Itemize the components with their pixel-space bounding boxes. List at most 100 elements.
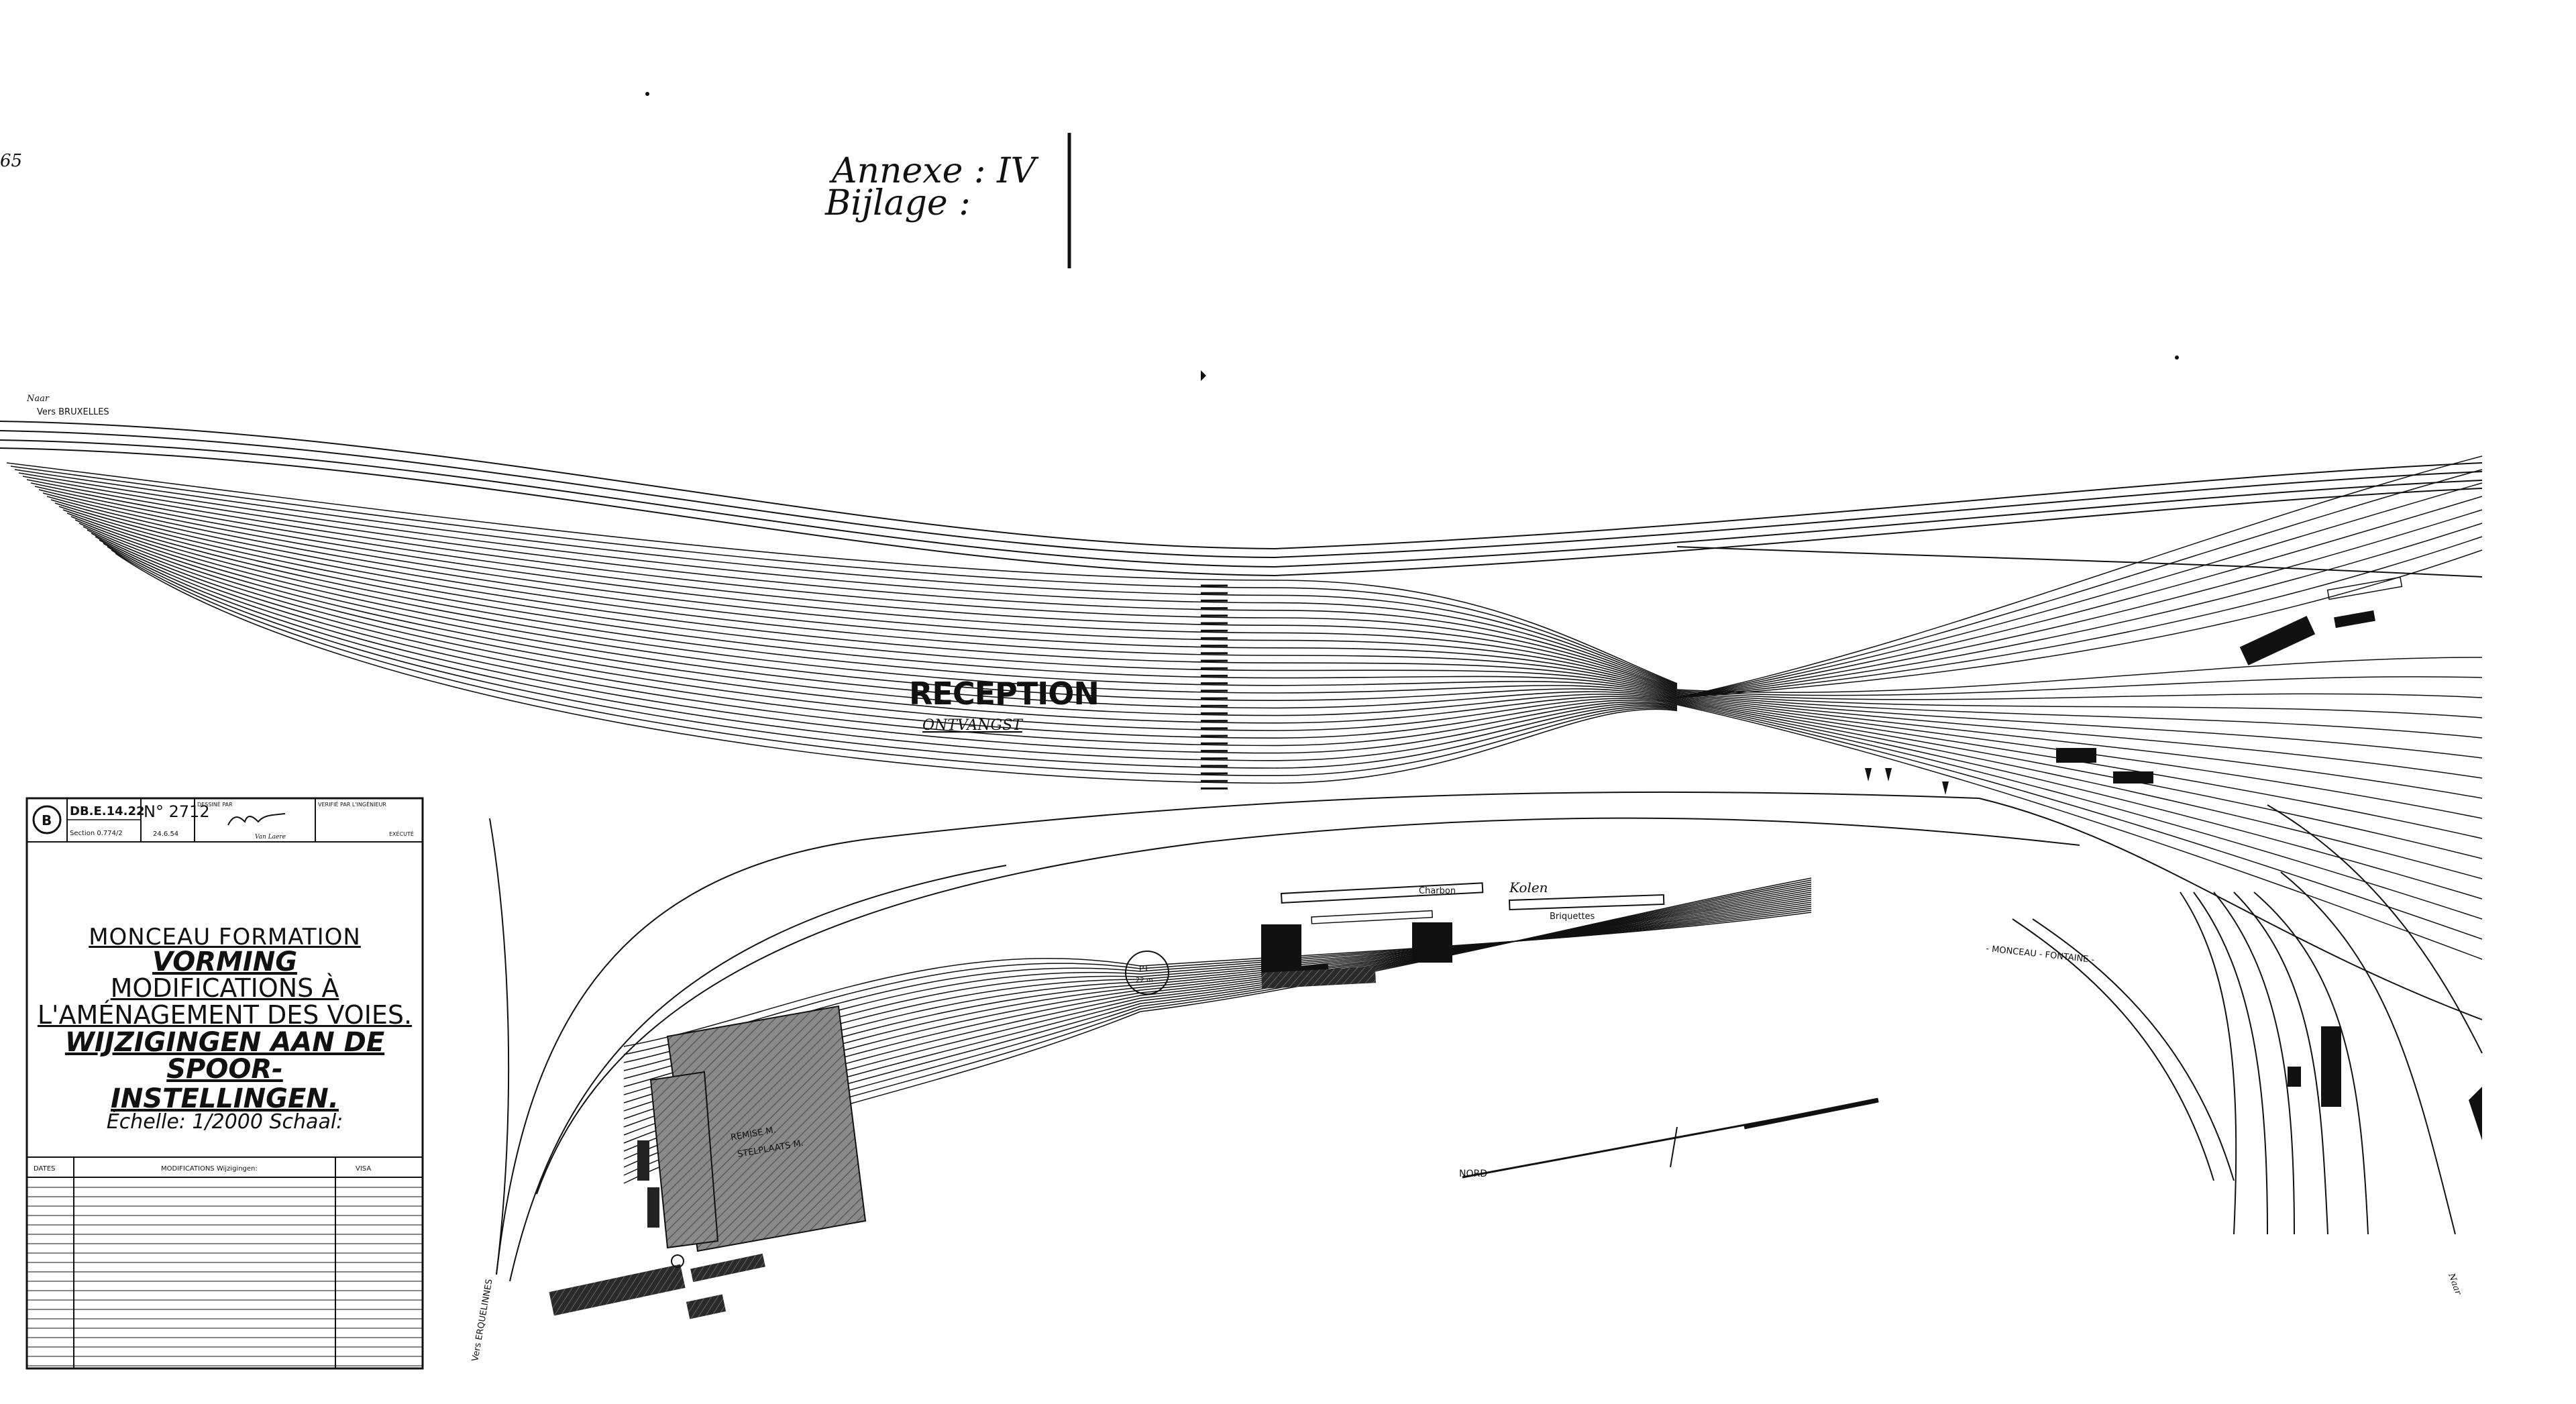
yard-track [107,546,1678,769]
yard-track [34,486,1678,692]
north-arrow: NORD [1459,1097,1879,1179]
checked-by-label: VERIFIÉ PAR L'INGÉNIEUR [318,800,386,808]
yard-track [58,506,1678,698]
drawn-by-name: Van Laere [255,834,286,841]
drawing-number: N° 2712 [144,802,210,821]
checked-sub: EXÉCUTÉ [389,830,414,837]
ref-code: DB.E.14.22 [70,804,145,818]
junction-track [1676,702,2483,920]
title-block: B DB.E.14.22 Section 0.774/2 N° 2712 24.… [25,797,424,1370]
ontvangst-label: ONTVANGST [922,717,1024,734]
yard-track [42,492,1678,694]
label-kolen: Kolen [1509,879,1548,896]
yard-track [54,502,1678,696]
junction-track [1676,696,2483,799]
yard-track [6,462,1678,684]
drawn-by-label: DESSINÉ PAR [197,800,233,808]
label-charbon: Charbon [1419,886,1456,896]
main-line-tracks [0,421,2483,578]
mod-header-visa: VISA [356,1165,371,1173]
junction-track [1676,691,2483,700]
title-nl-2: WIJZIGINGEN AAN DE SPOOR- [64,1026,385,1085]
yard-track [103,543,1678,761]
right-junction-tracks [1676,455,2483,960]
page-number: 65 [0,151,22,171]
signature [227,813,286,826]
title-nl-3: INSTELLINGEN. [111,1083,339,1114]
label-briquettes: Briquettes [1550,912,1595,922]
yard-track [95,536,1678,747]
junction-track [1676,704,2483,960]
yard-track [111,549,1678,777]
yard-track [83,526,1678,724]
annex-line-1: Annexe : IV [829,151,1039,191]
title-fr-1: MONCEAU FORMATION [89,924,361,951]
signal-column [1201,584,1228,790]
north-label: NORD [1459,1169,1487,1179]
track-labels: Naar Vers BRUXELLES Kolen Charbon Brique… [26,394,2463,1362]
depot-building [549,1005,867,1319]
junction-track [1676,693,2483,739]
yard-track [14,469,1678,686]
junction-track [1676,496,2483,698]
annex-line-2: Bijlage : [824,183,971,223]
svg-text:22 m: 22 m [1136,977,1153,984]
junction-track [1676,469,2483,698]
yard-track [46,496,1678,694]
junction-track [1676,536,2483,698]
label-vers-erquel: Vers ERQUELINNES [470,1279,494,1362]
yard-track [78,523,1678,716]
ref-sub: Section 0.774/2 [70,830,123,837]
reception-yard-tracks [6,462,1678,784]
yard-track [91,533,1678,739]
label-naar: Naar [26,394,50,404]
scale-text: Échelle: 1/2000 Schaal: [106,1110,343,1134]
drawing-date: 24.6.54 [153,830,178,838]
annex-block: Annexe : IV Bijlage : [824,133,1071,268]
yard-track [62,509,1678,698]
turntable: PT 22 m [1125,951,1169,995]
yard-track [87,529,1678,731]
junction-track [1676,523,2483,698]
sorting-track [623,910,1812,1055]
yard-track [74,519,1678,709]
reception-label: RECEPTION [909,676,1099,712]
yard-track [10,466,1678,686]
junction-track [1676,703,2483,940]
mod-header-mods: MODIFICATIONS Wijzigingen: [161,1165,258,1173]
yard-track [115,553,1678,784]
yard-track [18,472,1678,688]
yard-track [50,499,1678,696]
yard-track [22,476,1678,688]
junction-track [1676,701,2483,900]
label-monceau-fontaine: - MONCEAU - FONTAINE - [1986,944,2095,965]
junction-track [1676,700,2483,879]
junction-track [1676,695,2483,779]
junction-track [1676,455,2483,698]
svg-text:PT: PT [1139,964,1149,973]
title-fr-2: MODIFICATIONS À L'AMÉNAGEMENT DES VOIES. [37,973,413,1030]
junction-track [1676,549,2483,698]
yard-track [99,539,1678,754]
label-vers-bruxelles: Vers BRUXELLES [37,407,109,417]
junction-track [1676,482,2483,698]
title-block-text: MONCEAU FORMATION VORMING MODIFICATIONS … [27,926,423,1132]
yard-track [66,512,1678,700]
junction-track [1676,676,2483,696]
junction-track [1676,657,2483,694]
mod-header-date: DATES [34,1165,55,1173]
yard-track [38,489,1678,692]
label-naar-2: Naar [2446,1271,2463,1297]
sorting-track [623,912,1812,1047]
junction-track [1676,509,2483,698]
junction-track [1676,694,2483,759]
title-nl-1: VORMING [152,947,298,977]
yard-track [26,479,1678,690]
outer-connecting-tracks [489,791,2483,1282]
yard-track [70,516,1678,702]
svg-text:B: B [42,812,52,828]
yard-track [30,482,1678,690]
yard-buildings [1261,576,2482,1140]
junction-track [1676,692,2483,718]
